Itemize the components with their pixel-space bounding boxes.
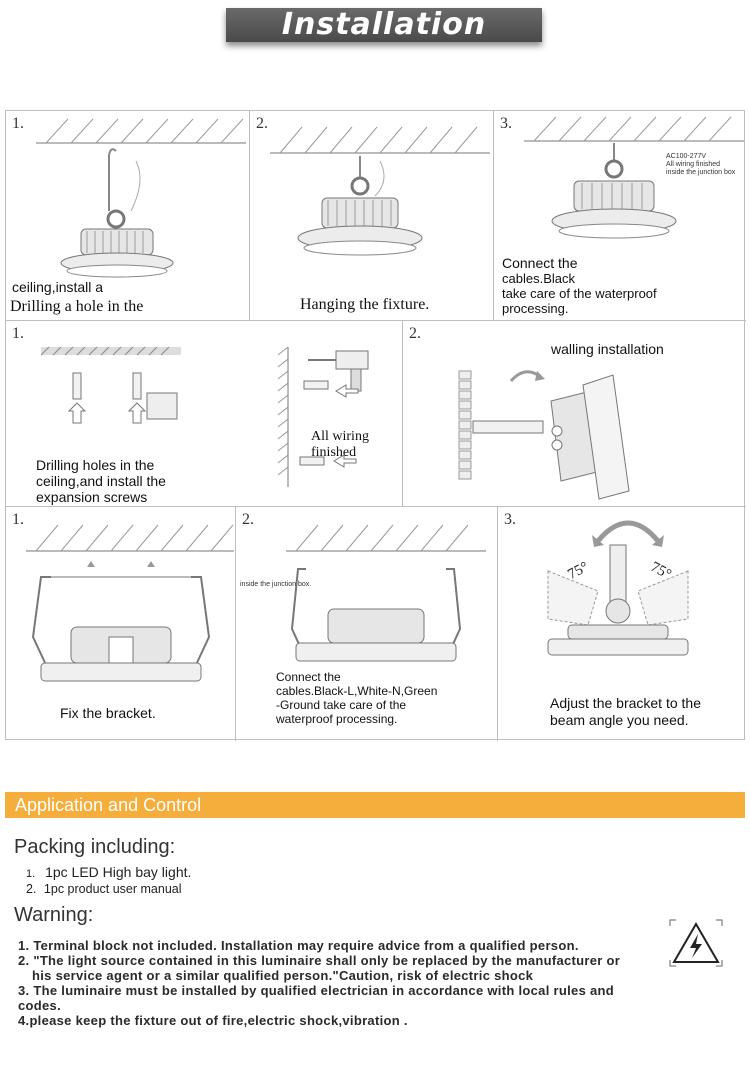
step-caption-line: beam angle you need. (550, 712, 689, 728)
step-caption-line: cables.Black (502, 271, 575, 287)
warning-line: 2. "The light source contained in this l… (18, 953, 658, 968)
ceiling-hatch-icon (6, 507, 236, 557)
electric-hazard-icon (668, 918, 724, 968)
list-item: 1. 1pc LED High bay light. (26, 864, 191, 882)
list-text: 1pc LED High bay light. (45, 864, 191, 880)
wall-hatch-icon (274, 347, 294, 487)
step-number: 1. (12, 325, 24, 343)
step-panel-adjust-bracket: 3. 75° 75° Adjust the bracket to the bea… (498, 507, 746, 741)
list-number: 2. (26, 882, 36, 896)
step-panel-connect-wires: 2. inside the junction box. Connect the … (236, 507, 498, 741)
step-caption-line: ceiling,and install the (36, 473, 166, 489)
step-caption-line: expansion screws (36, 489, 147, 505)
step-panel-connect-cables: 3. AC100-277V All wiring finished inside… (494, 111, 746, 321)
ceiling-hatch-icon (250, 111, 494, 161)
wall-mount-light-icon (453, 351, 673, 501)
ceiling-hatch-icon (41, 333, 201, 363)
step-panel-expansion-screws: 1. All wiring finished Drillin (6, 321, 403, 507)
step-panel-hang-fixture: 2. Hanging the fixture. (250, 111, 494, 321)
high-bay-light-icon (290, 156, 440, 286)
step-panel-fix-bracket: 1. Fix the bracket. (6, 507, 236, 741)
step-panel-wall-install: 2. walling installation (403, 321, 746, 507)
warning-title: Warning: (14, 904, 93, 927)
ceiling-hatch-icon (236, 507, 498, 557)
bracket-light-icon (286, 559, 466, 679)
warning-line: 1. Terminal block not included. Installa… (18, 938, 658, 953)
step-caption-line: processing. (502, 301, 568, 317)
step-panel-drill-hole: 1. ceiling,install a Drilling a hole in … (6, 111, 250, 321)
step-caption-line: take care of the waterproof (502, 286, 657, 302)
list-text: 1pc product user manual (44, 882, 182, 896)
step-caption-line: Drilling a hole in the (10, 299, 143, 315)
step-caption: Hanging the fixture. (300, 297, 429, 313)
step-caption: Fix the bracket. (60, 705, 156, 721)
step-caption-line: ceiling,install a (12, 279, 103, 295)
list-number: 1. (26, 868, 35, 880)
packing-title: Packing including: (14, 836, 175, 859)
installation-title: Installation (226, 8, 542, 42)
warning-list: 1. Terminal block not included. Installa… (18, 938, 658, 1028)
adjustable-light-icon (518, 541, 718, 661)
step-caption-line: Adjust the bracket to the (550, 695, 701, 711)
bracket-light-icon (21, 557, 221, 687)
drill-icon (296, 343, 386, 403)
screw-arrow-icon (298, 449, 368, 479)
warning-line: his service agent or a similar qualified… (18, 968, 658, 983)
application-control-bar: Application and Control (5, 792, 745, 818)
drill-arrow-icon (61, 369, 221, 439)
step-caption-line: Drilling holes in the (36, 457, 154, 473)
high-bay-light-icon (51, 141, 201, 281)
step-number: 2. (409, 325, 421, 343)
step-number: 3. (504, 511, 516, 529)
list-item: 2. 1pc product user manual (26, 882, 191, 900)
warning-line: 4.please keep the fixture out of fire,el… (18, 1013, 658, 1028)
high-bay-light-icon (544, 143, 694, 263)
step-caption-line: waterproof processing. (276, 711, 397, 727)
packing-list: 1. 1pc LED High bay light. 2. 1pc produc… (26, 864, 191, 900)
step-caption-line: Connect the (502, 255, 578, 271)
warning-line: 3. The luminaire must be installed by qu… (18, 983, 658, 1013)
instruction-grid: 1. ceiling,install a Drilling a hole in … (5, 110, 745, 740)
